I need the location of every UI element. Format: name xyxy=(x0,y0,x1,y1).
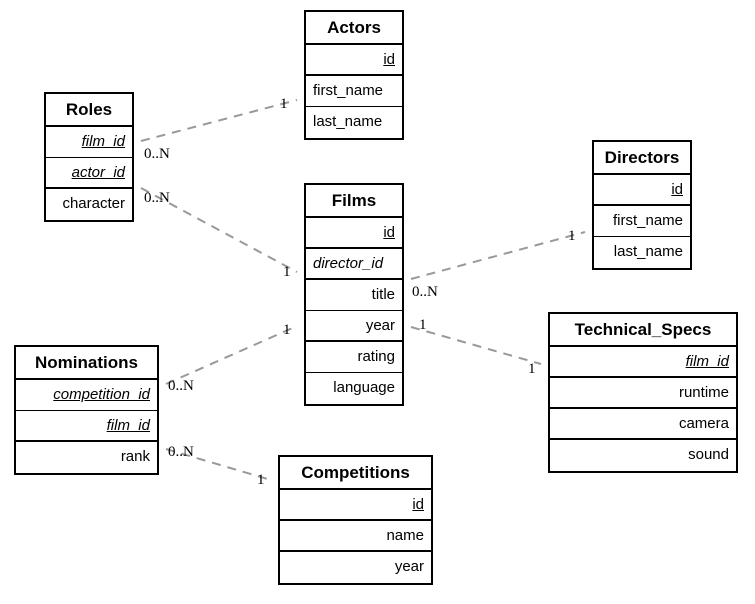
attribute-label: character xyxy=(62,195,125,212)
cardinality-label-nominations-competitions-source: 0..N xyxy=(168,444,194,460)
cardinality-label-nominations-competitions-target: 1 xyxy=(257,472,265,488)
attribute-label: id xyxy=(383,51,395,68)
cardinality-label-roles-actors-source: 0..N xyxy=(144,146,170,162)
attribute-row-nominations-competition_id[interactable]: competition_id xyxy=(16,380,157,411)
attribute-row-films-director_id[interactable]: director_id xyxy=(306,249,402,280)
attribute-label: id xyxy=(671,181,683,198)
attribute-label: film_id xyxy=(685,353,729,370)
cardinality-label-films-technical_specs-target: 1 xyxy=(528,361,536,377)
attribute-row-competitions-year[interactable]: year xyxy=(280,552,431,583)
cardinality-label-roles-actors-target: 1 xyxy=(280,96,288,112)
attribute-row-actors-first_name[interactable]: first_name xyxy=(306,76,402,107)
attribute-label: competition_id xyxy=(53,386,150,403)
attribute-label: last_name xyxy=(613,243,683,260)
attribute-row-technical_specs-film_id[interactable]: film_id xyxy=(550,347,736,378)
attribute-label: first_name xyxy=(612,212,683,229)
attribute-label: film_id xyxy=(106,417,150,434)
attribute-label: id xyxy=(412,496,424,513)
attribute-row-roles-film_id[interactable]: film_id xyxy=(46,127,132,158)
attribute-row-technical_specs-runtime[interactable]: runtime xyxy=(550,378,736,409)
attribute-row-actors-id[interactable]: id xyxy=(306,45,402,76)
relationship-line-films-directors xyxy=(410,231,586,280)
attribute-row-roles-character[interactable]: character xyxy=(46,189,132,220)
entity-title-films: Films xyxy=(306,185,402,218)
entity-title-roles: Roles xyxy=(46,94,132,127)
relationship-line-nominations-films xyxy=(165,325,298,385)
entity-title-competitions: Competitions xyxy=(280,457,431,490)
attribute-label: first_name xyxy=(313,82,384,99)
attribute-row-actors-last_name[interactable]: last_name xyxy=(306,107,402,138)
attribute-row-technical_specs-camera[interactable]: camera xyxy=(550,409,736,440)
entity-title-actors: Actors xyxy=(306,12,402,45)
attribute-row-films-title[interactable]: title xyxy=(306,280,402,311)
attribute-label: camera xyxy=(678,415,729,432)
cardinality-label-roles-films-target: 1 xyxy=(283,264,291,280)
attribute-row-films-rating[interactable]: rating xyxy=(306,342,402,373)
attribute-label: rating xyxy=(357,348,395,365)
cardinality-label-nominations-films-source: 0..N xyxy=(168,378,194,394)
attribute-label: id xyxy=(383,224,395,241)
attribute-label: actor_id xyxy=(71,164,125,181)
attribute-label: language xyxy=(333,379,395,396)
attribute-row-technical_specs-sound[interactable]: sound xyxy=(550,440,736,471)
attribute-label: sound xyxy=(688,446,729,463)
attribute-row-nominations-rank[interactable]: rank xyxy=(16,442,157,473)
attribute-label: year xyxy=(365,317,395,334)
entity-table-competitions[interactable]: Competitions id name year xyxy=(278,455,433,585)
attribute-label: rank xyxy=(120,448,150,465)
entity-table-roles[interactable]: Roles film_id actor_id character xyxy=(44,92,134,222)
attribute-row-nominations-film_id[interactable]: film_id xyxy=(16,411,157,442)
entity-table-actors[interactable]: Actors id first_name last_name xyxy=(304,10,404,140)
entity-title-directors: Directors xyxy=(594,142,690,175)
attribute-label: film_id xyxy=(81,133,125,150)
relationship-line-roles-actors xyxy=(140,99,298,142)
relationship-line-films-technical_specs xyxy=(410,326,542,365)
attribute-row-films-year[interactable]: year xyxy=(306,311,402,342)
entity-title-nominations: Nominations xyxy=(16,347,157,380)
attribute-label: title xyxy=(371,286,395,303)
attribute-label: director_id xyxy=(313,255,384,272)
cardinality-label-films-directors-target: 1 xyxy=(568,228,576,244)
attribute-row-competitions-name[interactable]: name xyxy=(280,521,431,552)
cardinality-label-nominations-films-target: 1 xyxy=(283,322,291,338)
cardinality-label-films-directors-source: 0..N xyxy=(412,284,438,300)
attribute-label: name xyxy=(386,527,424,544)
entity-table-directors[interactable]: Directors id first_name last_name xyxy=(592,140,692,270)
attribute-row-films-id[interactable]: id xyxy=(306,218,402,249)
attribute-row-roles-actor_id[interactable]: actor_id xyxy=(46,158,132,189)
attribute-row-directors-first_name[interactable]: first_name xyxy=(594,206,690,237)
attribute-row-directors-last_name[interactable]: last_name xyxy=(594,237,690,268)
cardinality-label-roles-films-source: 0..N xyxy=(144,190,170,206)
entity-title-technical_specs: Technical_Specs xyxy=(550,314,736,347)
attribute-row-competitions-id[interactable]: id xyxy=(280,490,431,521)
attribute-row-directors-id[interactable]: id xyxy=(594,175,690,206)
attribute-label: runtime xyxy=(678,384,729,401)
attribute-row-films-language[interactable]: language xyxy=(306,373,402,404)
cardinality-label-films-technical_specs-source: 1 xyxy=(419,317,427,333)
attribute-label: year xyxy=(394,558,424,575)
attribute-label: last_name xyxy=(313,113,383,130)
